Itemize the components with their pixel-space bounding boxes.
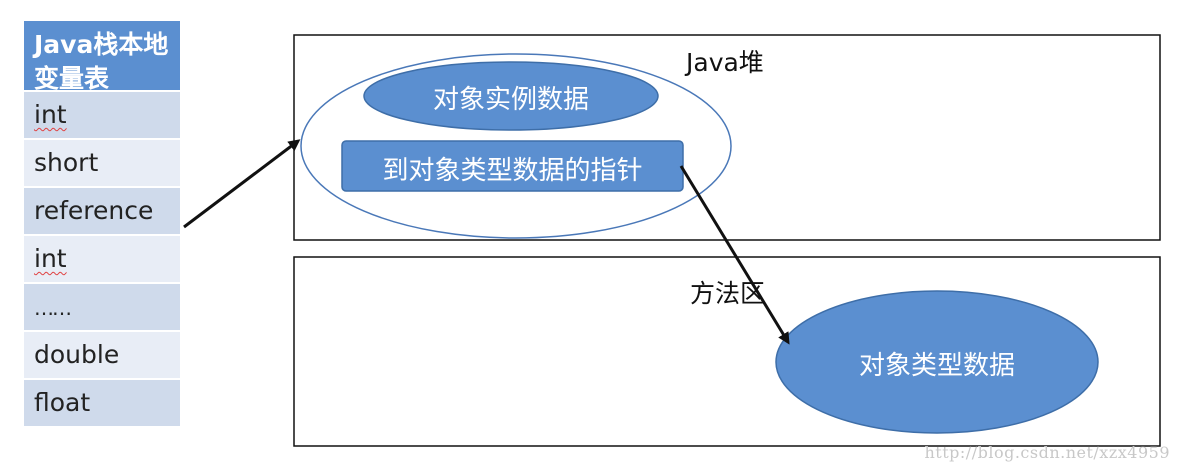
pointer-arrow [679, 165, 790, 345]
type-data-label: 对象类型数据 [858, 351, 1015, 381]
stack-row-label: float [34, 388, 91, 417]
stack-local-variable-table: Java栈本地变量表 int short reference int …… do… [24, 21, 180, 426]
stack-row-int-1: int [24, 92, 180, 140]
method-area-title: 方法区 [690, 279, 766, 308]
stack-row-label: int [34, 244, 67, 273]
type-data-node [775, 290, 1099, 434]
java-heap-title: Java堆 [686, 48, 764, 77]
instance-data-label: 对象实例数据 [432, 85, 589, 115]
stack-row-label: …… [34, 296, 72, 320]
stack-row-float: float [24, 380, 180, 426]
object-outline-ellipse [300, 53, 732, 239]
stack-row-short: short [24, 140, 180, 188]
type-pointer-node [341, 140, 684, 192]
stack-row-label: int [34, 100, 67, 129]
stack-row-ellipsis: …… [24, 284, 180, 332]
reference-arrow [183, 139, 301, 229]
stack-row-label: short [34, 148, 99, 177]
type-pointer-label: 到对象类型数据的指针 [382, 156, 643, 186]
stack-row-int-2: int [24, 236, 180, 284]
stack-row-reference: reference [24, 188, 180, 236]
instance-data-node [363, 61, 659, 131]
stack-row-label: reference [34, 196, 154, 225]
stack-row-double: double [24, 332, 180, 380]
watermark-text: http://blog.csdn.net/xzx4959 [924, 443, 1170, 462]
stack-table-title: Java栈本地变量表 [24, 21, 180, 93]
stack-row-label: double [34, 340, 120, 369]
